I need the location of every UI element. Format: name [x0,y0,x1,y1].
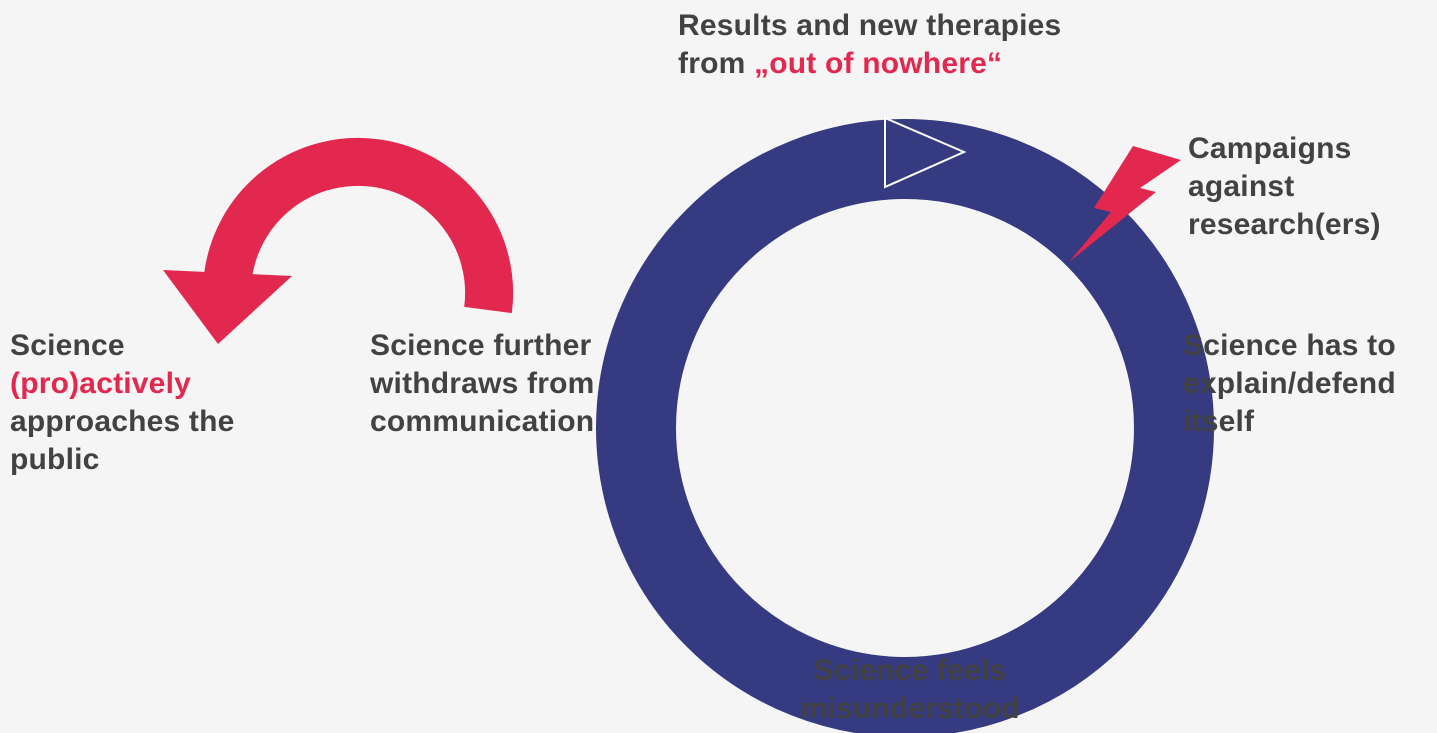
label-approaches-line4: public [10,443,100,476]
label-explain-line2: explain/defend [1183,367,1396,400]
label-approaches-line3: approaches the [10,405,235,438]
label-explain: Science has to explain/defend itself [1183,327,1396,441]
label-campaigns-line2: against [1188,170,1295,203]
curved-arrow-left-icon [204,137,514,314]
label-misunderstood: Science feels misunderstood [760,652,1060,728]
triangle-arrowhead-icon [884,116,967,189]
lightning-bolt-icon [1069,146,1181,262]
label-results-line1: Results and new therapies [678,9,1062,42]
label-campaigns-line3: research(ers) [1188,208,1381,241]
label-results-highlight: „out of nowhere“ [754,47,1003,80]
label-results-line2: from „out of nowhere“ [678,45,1061,83]
label-results: Results and new therapies from „out of n… [678,7,1061,83]
label-campaigns: Campaigns against research(ers) [1188,130,1381,244]
label-withdraws-line2: withdraws from [370,367,595,400]
label-withdraws-line3: communication [370,405,595,438]
label-approaches-line1: Science [10,329,125,362]
label-results-prefix: from [678,47,754,80]
label-approaches-line2: (pro)actively [10,367,191,400]
label-explain-line3: itself [1183,405,1255,438]
label-campaigns-line1: Campaigns [1188,132,1352,165]
label-misunderstood-line2: misunderstood [800,692,1020,725]
label-approaches: Science (pro)actively approaches the pub… [10,327,235,479]
label-misunderstood-line1: Science feels [813,654,1007,687]
label-explain-line1: Science has to [1183,329,1396,362]
label-withdraws-line1: Science further [370,329,592,362]
label-withdraws: Science further withdraws from communica… [370,327,595,441]
curved-arrow-head [163,270,292,344]
